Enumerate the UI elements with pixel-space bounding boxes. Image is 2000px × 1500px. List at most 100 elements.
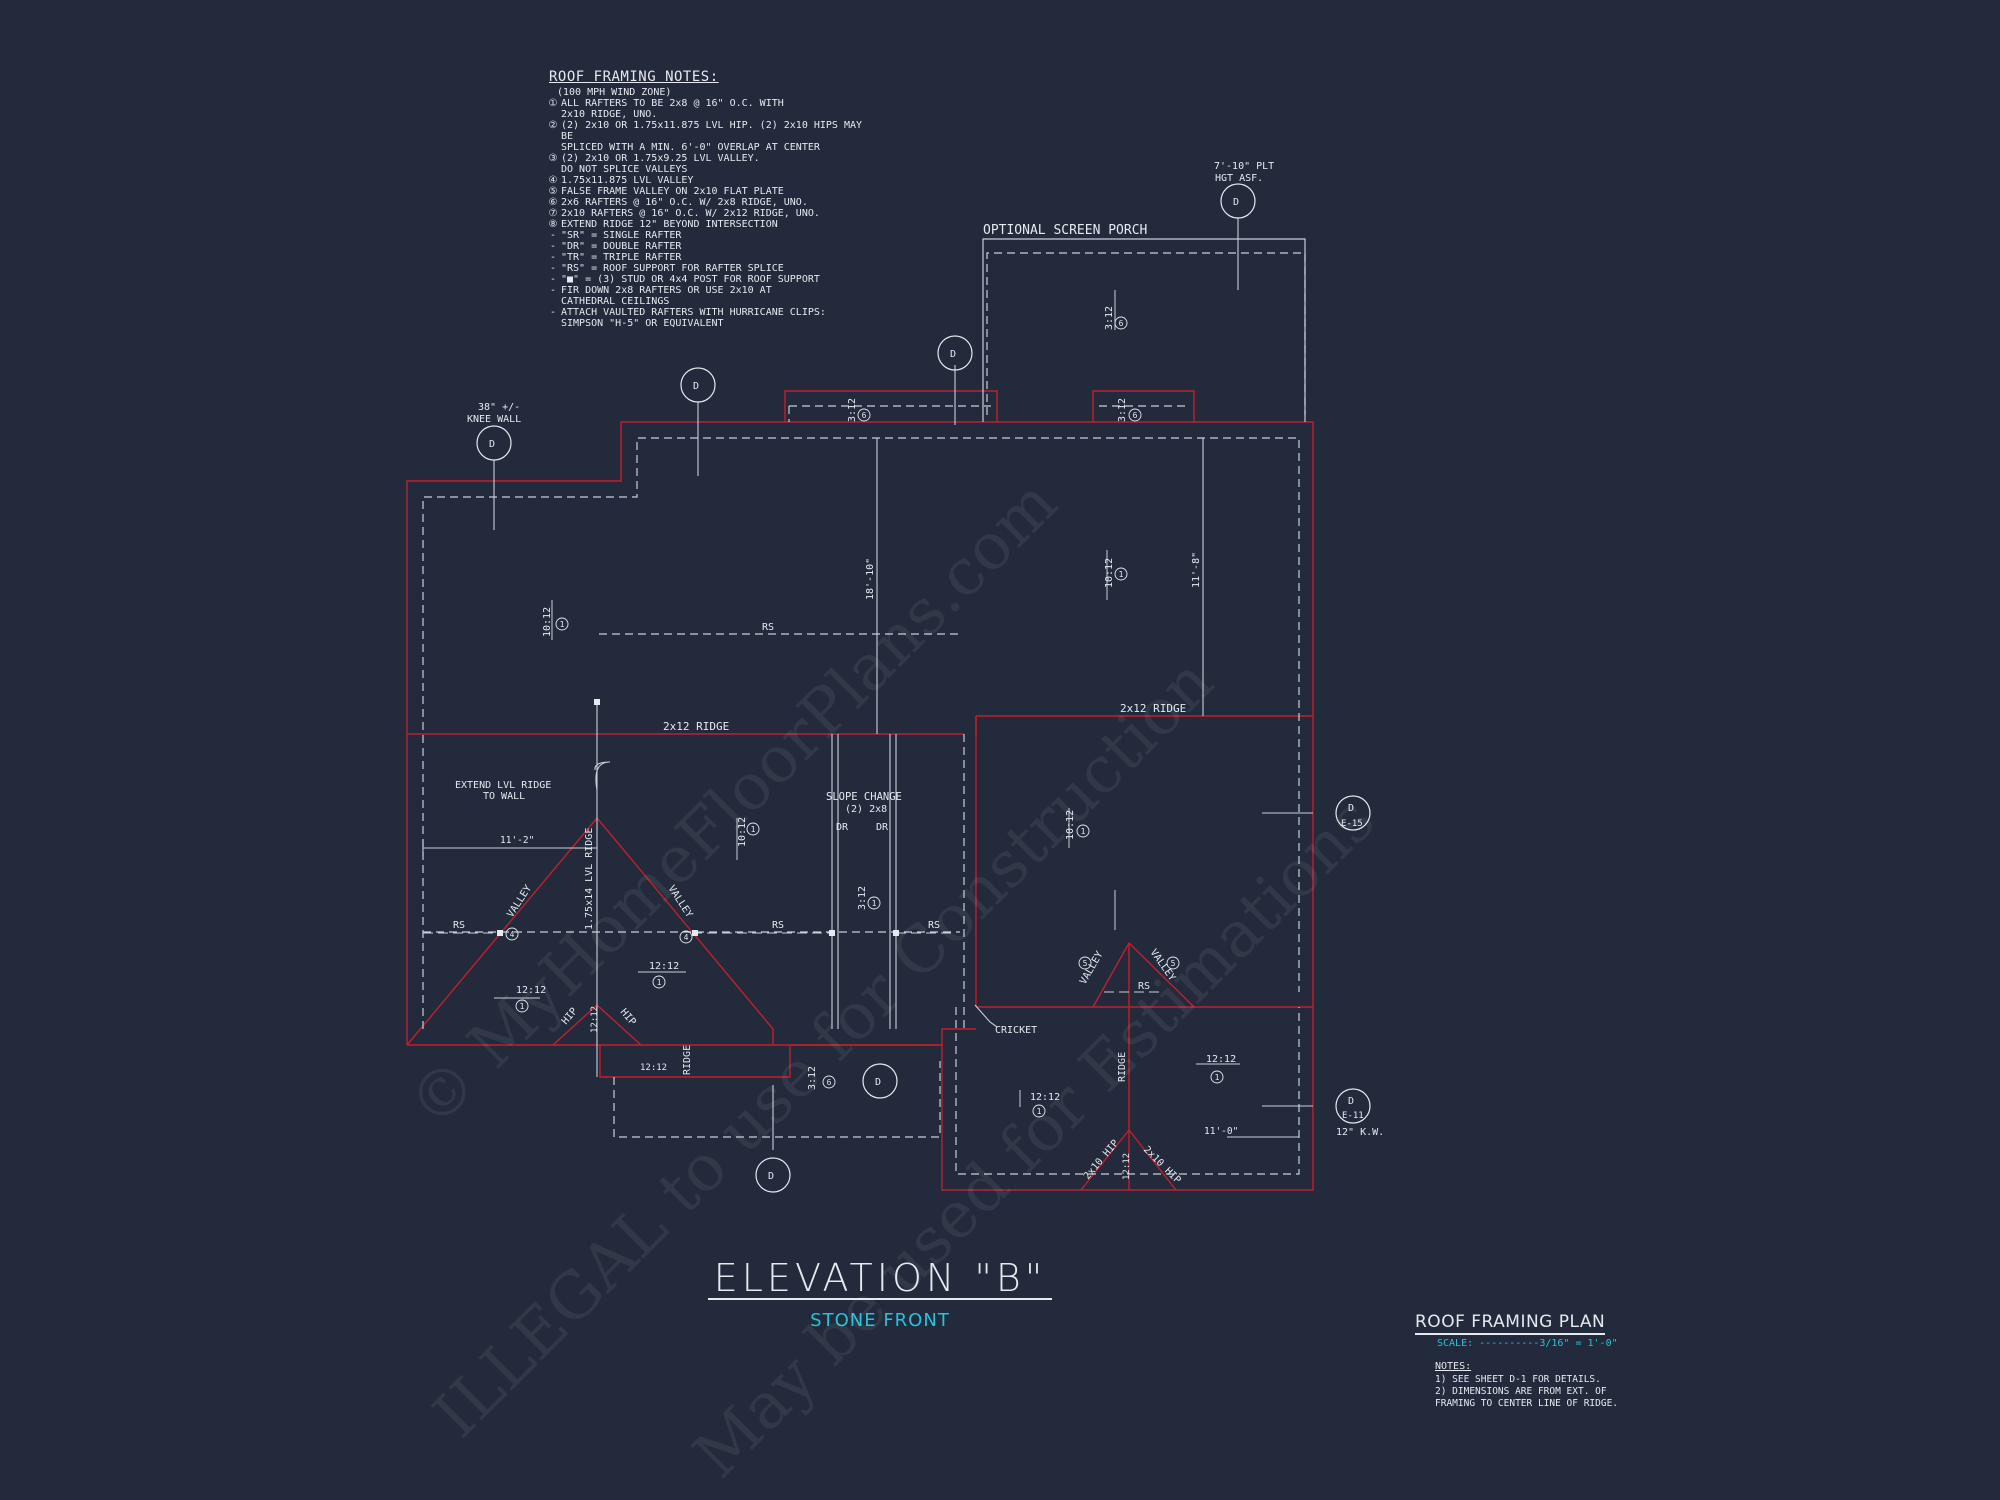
- dim-11-2: 11'-2": [500, 835, 534, 846]
- notes-subtitle: (100 MPH WIND ZONE): [557, 87, 672, 98]
- rs-label-top: RS: [762, 622, 774, 633]
- lvl-ridge-label: 1.75x14 LVL RIDGE: [584, 828, 595, 930]
- pitch-10-a: 10:12: [542, 607, 553, 637]
- slope-change-sub: (2) 2x8: [845, 804, 887, 815]
- note-marker: ④: [548, 175, 558, 186]
- note-item: ②(2) 2x10 OR 1.75x11.875 LVL HIP. (2) 2x…: [545, 120, 875, 153]
- note-marker: -: [549, 241, 557, 252]
- extend-ridge-label-2: TO WALL: [483, 791, 525, 802]
- note-item: -"SR" = SINGLE RAFTER: [545, 230, 875, 241]
- plt-label: 7'-10" PLT: [1214, 161, 1274, 172]
- rs-label-2: RS: [772, 920, 784, 931]
- note-text: ALL RAFTERS TO BE 2x8 @ 16" O.C. WITH 2x…: [561, 98, 784, 120]
- note-marker: ①: [548, 98, 558, 109]
- notes-title: ROOF FRAMING NOTES:: [549, 69, 719, 85]
- roof-framing-notes: ROOF FRAMING NOTES: (100 MPH WIND ZONE) …: [545, 69, 875, 329]
- note-marker: ③: [548, 153, 558, 164]
- note-marker: ②: [548, 120, 558, 131]
- valley-label-1: VALLEY: [505, 883, 534, 919]
- linework: [422, 218, 1313, 1150]
- note-text: FIR DOWN 2x8 RAFTERS OR USE 2x10 AT CATH…: [561, 285, 772, 307]
- elevation-title: ELEVATION "B": [707, 1258, 1053, 1300]
- dr-label-right: DR: [876, 822, 889, 833]
- note-item: -"TR" = TRIPLE RAFTER: [545, 252, 875, 263]
- bubble-d-7: D: [768, 1171, 774, 1182]
- hip-2x10-label-2: 2x10 HIP: [1141, 1144, 1183, 1186]
- note-marker: -: [549, 230, 557, 241]
- bubble-d-6: D: [1348, 1096, 1354, 1107]
- note-marker: -: [549, 307, 557, 318]
- note-item: -ATTACH VAULTED RAFTERS WITH HURRICANE C…: [545, 307, 875, 329]
- pitch-3-d: 3:12: [857, 886, 868, 910]
- note-text: 2x6 RAFTERS @ 16" O.C. W/ 2x8 RIDGE, UNO…: [561, 197, 808, 208]
- note-marker: -: [549, 252, 557, 263]
- ridge-label-right: 2x12 RIDGE: [1120, 702, 1186, 715]
- elevation-subtitle: STONE FRONT: [810, 1310, 950, 1331]
- cricket-label: CRICKET: [995, 1025, 1037, 1036]
- pitch-12-b: 12:12: [649, 961, 679, 972]
- note-text: 1.75x11.875 LVL VALLEY: [561, 175, 694, 186]
- note-1-c: 1: [751, 825, 756, 834]
- note-text: "DR" = DOUBLE RAFTER: [561, 241, 682, 252]
- roof-outline: [406, 390, 1314, 1191]
- note-6-d: 6: [827, 1078, 832, 1087]
- pitch-12-d: 12:12: [1030, 1092, 1060, 1103]
- note-marker: -: [549, 285, 557, 296]
- note-1-g: 1: [520, 1002, 525, 1011]
- bubble-e11: E-11: [1342, 1111, 1364, 1121]
- note-text: "RS" = ROOF SUPPORT FOR RAFTER SPLICE: [561, 263, 784, 274]
- note-6-b: 6: [862, 411, 867, 420]
- rs-label-1: RS: [453, 920, 465, 931]
- pitch-12-vertical: 12:12: [590, 1006, 600, 1033]
- bubble-d-8: D: [875, 1077, 881, 1088]
- pitch-10-c: 10:12: [737, 817, 748, 847]
- hip-label-2: HIP: [618, 1007, 638, 1028]
- plan-notes: 1) SEE SHEET D-1 FOR DETAILS. 2) DIMENSI…: [1435, 1374, 1619, 1409]
- note-marker: ⑦: [548, 208, 558, 219]
- hip-2x10-label-1: 2x10 HIP: [1082, 1138, 1121, 1182]
- note-text: (2) 2x10 OR 1.75x9.25 LVL VALLEY. DO NOT…: [561, 153, 760, 175]
- ridge-label-2: RIDGE: [1117, 1052, 1128, 1082]
- dim-11-8: 11'-8": [1191, 552, 1202, 588]
- note-1-b: 1: [1119, 570, 1124, 579]
- knee-wall-12: 12" K.W.: [1336, 1127, 1384, 1138]
- plt-label-2: HGT ASF.: [1215, 173, 1263, 184]
- note-5-b: 5: [1171, 959, 1176, 968]
- plan-title-block: ROOF FRAMING PLAN SCALE: ----------3/16"…: [1415, 1312, 1645, 1410]
- rs-label-3: RS: [928, 920, 940, 931]
- pitch-3-c: 3:12: [1117, 398, 1128, 422]
- note-text: (2) 2x10 OR 1.75x11.875 LVL HIP. (2) 2x1…: [561, 120, 863, 153]
- bubble-d-1: D: [489, 439, 495, 450]
- bubble-d-2: D: [693, 381, 699, 392]
- note-marker: ⑧: [548, 219, 558, 230]
- bubble-d-5: D: [1348, 803, 1354, 814]
- extend-ridge-label: EXTEND LVL RIDGE: [455, 780, 551, 791]
- plan-title: ROOF FRAMING PLAN: [1415, 1312, 1606, 1335]
- pitch-12-small: 12:12: [640, 1063, 667, 1073]
- note-text: "TR" = TRIPLE RAFTER: [561, 252, 682, 263]
- pitch-3-a: 3:12: [1104, 306, 1115, 330]
- note-1-a: 1: [560, 620, 565, 629]
- pitch-10-b: 10:12: [1104, 558, 1115, 588]
- dim-11-0: 11'-0": [1204, 1126, 1238, 1137]
- note-marker: ⑤: [548, 186, 558, 197]
- bubble-e15: E-15: [1341, 819, 1363, 829]
- plan-scale: SCALE: ----------3/16" = 1'-0": [1437, 1338, 1618, 1349]
- pitch-10-d: 10:12: [1065, 810, 1076, 840]
- note-text: 2x10 RAFTERS @ 16" O.C. W/ 2x12 RIDGE, U…: [561, 208, 820, 219]
- pitch-12-a: 12:12: [516, 985, 546, 996]
- note-1-e: 1: [872, 899, 877, 908]
- note-marker: ⑥: [548, 197, 558, 208]
- pitch-3-e: 3:12: [807, 1066, 818, 1090]
- note-6-a: 6: [1119, 319, 1124, 328]
- ridge-label-1: RIDGE: [682, 1045, 693, 1075]
- wall-lines: [422, 252, 1306, 1175]
- note-item: -FIR DOWN 2x8 RAFTERS OR USE 2x10 AT CAT…: [545, 285, 875, 307]
